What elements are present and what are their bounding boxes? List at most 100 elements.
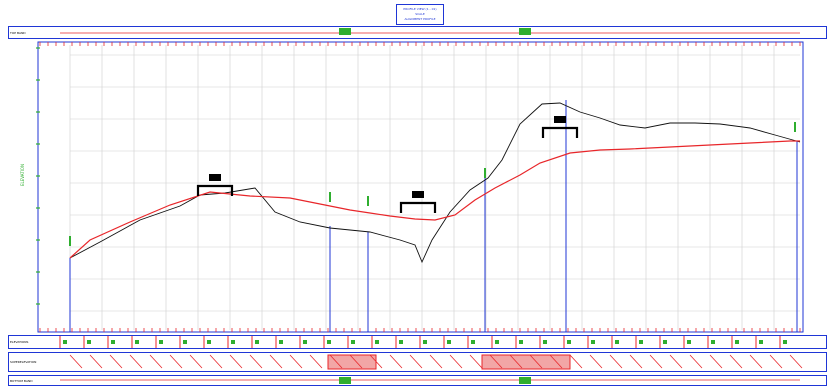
elevation-band-dot [111, 340, 115, 344]
profile-series [69, 102, 801, 264]
superelevation-slope [609, 354, 623, 369]
elevation-band-dot [543, 340, 547, 344]
superelevation-slope [349, 354, 363, 369]
elevation-band-dot [279, 340, 283, 344]
superelevation-block [481, 354, 571, 370]
top-band: TOP BAND [8, 26, 827, 39]
superelevation-slope [469, 354, 483, 369]
elevation-band-dot [87, 340, 91, 344]
grid [69, 45, 800, 330]
superelevation-slope [249, 354, 263, 369]
elevation-band-dot [591, 340, 595, 344]
superelevation-slope [429, 354, 443, 369]
band-marker [339, 377, 351, 384]
title-line-1: PROFILE VIEW (1 - 01) [403, 7, 437, 11]
elevation-band-dot [495, 340, 499, 344]
superelevation-slope [269, 354, 283, 369]
superelevation-slope [769, 354, 783, 369]
curve-label-box [412, 191, 424, 198]
elevation-band-dot [759, 340, 763, 344]
superelevation-slope [749, 354, 763, 369]
elevation-band-dot [471, 340, 475, 344]
profile-frame [37, 41, 804, 333]
superelevation-slope [309, 354, 323, 369]
elevation-marker [69, 236, 71, 246]
superelevation-slope [389, 354, 403, 369]
vertical-curve-bracket [196, 184, 234, 196]
station-verticals [69, 100, 798, 332]
superelevation-slope [229, 354, 243, 369]
superelevation-band: SUPERELEVATION [8, 352, 827, 372]
elevation-band-dot [639, 340, 643, 344]
elevation-band-dot [135, 340, 139, 344]
vertical-curve-bracket [399, 201, 437, 213]
superelevation-slope [149, 354, 163, 369]
elevation-band-dot [63, 340, 67, 344]
superelevation-slope [169, 354, 183, 369]
elevation-band-dot [687, 340, 691, 344]
elevation-band-label: ELEVATIONS [10, 340, 29, 344]
band-marker [519, 377, 531, 384]
superelevation-slope [409, 354, 423, 369]
elevation-band-dot [735, 340, 739, 344]
elevation-band-dot [519, 340, 523, 344]
superelevation-slope [449, 354, 463, 369]
elevation-marker [367, 196, 369, 206]
elevation-band-dot [567, 340, 571, 344]
superelevation-slope [329, 354, 343, 369]
top-band-label: TOP BAND [10, 30, 26, 35]
superelevation-slope [289, 354, 303, 369]
superelevation-slope [129, 354, 143, 369]
elevation-band-dot [183, 340, 187, 344]
elevation-band-dot [615, 340, 619, 344]
curve-label-box [554, 116, 566, 123]
band-marker [339, 28, 351, 35]
superelevation-slope [669, 354, 683, 369]
elevation-band-dot [399, 340, 403, 344]
superelevation-slope [569, 354, 583, 369]
superelevation-slope [629, 354, 643, 369]
superelevation-band-label: SUPERELEVATION [10, 360, 37, 364]
superelevation-slope [709, 354, 723, 369]
elevation-band-dot [711, 340, 715, 344]
title-line-3: ALIGNMENT PROFILE [404, 17, 436, 21]
superelevation-slope [189, 354, 203, 369]
elevation-band-dot [231, 340, 235, 344]
elevation-band-dot [783, 340, 787, 344]
superelevation-slope [509, 354, 523, 369]
superelevation-slope [89, 354, 103, 369]
superelevation-slope [529, 354, 543, 369]
elevation-band-dot [351, 340, 355, 344]
superelevation-slope [489, 354, 503, 369]
superelevation-slope [649, 354, 663, 369]
elevation-band: ELEVATIONS [8, 335, 827, 349]
superelevation-slope [209, 354, 223, 369]
superelevation-slope [109, 354, 123, 369]
design-profile-line [69, 140, 800, 259]
elevation-band-dot [159, 340, 163, 344]
superelevation-slope [369, 354, 383, 369]
existing-ground-line [69, 102, 801, 264]
bottom-band-label: BOTTOM BAND [10, 378, 33, 383]
elevation-band-dot [255, 340, 259, 344]
elevation-band-dot [207, 340, 211, 344]
superelevation-slope [789, 354, 803, 369]
elevation-band-dot [303, 340, 307, 344]
elevation-band-dot [327, 340, 331, 344]
superelevation-slope [729, 354, 743, 369]
elevation-band-dot [663, 340, 667, 344]
elevation-band-dot [447, 340, 451, 344]
y-axis-label: ELEVATION [20, 164, 25, 186]
title-line-2: SCALE [415, 12, 425, 16]
bottom-band: BOTTOM BAND [8, 375, 827, 386]
superelevation-slope [689, 354, 703, 369]
elevation-band-dot [423, 340, 427, 344]
superelevation-slope [549, 354, 563, 369]
elevation-marker [329, 192, 331, 202]
curve-label-box [209, 174, 221, 181]
axis-ticks [36, 42, 801, 332]
elevation-marker [794, 122, 796, 132]
superelevation-slope [69, 354, 83, 369]
pvi-markers [69, 116, 796, 246]
